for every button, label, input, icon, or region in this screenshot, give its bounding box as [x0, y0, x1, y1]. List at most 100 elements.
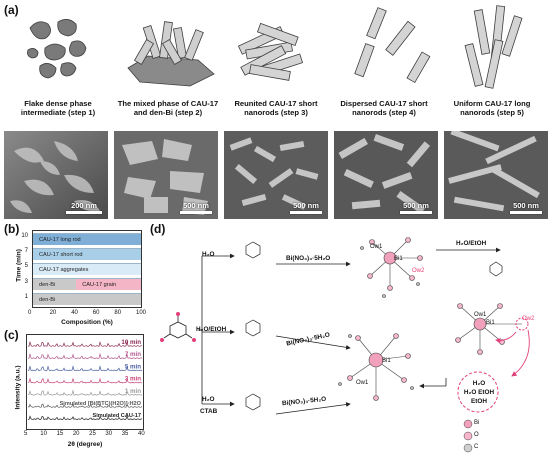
- c-xtick: 30: [105, 431, 113, 437]
- legend-bi: Bi: [474, 420, 480, 426]
- scalebar-step-2: 500 nm: [180, 201, 212, 214]
- structure-bi-btc: [360, 237, 423, 298]
- flake-illustration: [27, 19, 87, 79]
- cycle-text-1: H₂O: [472, 380, 486, 387]
- c-xtick: 25: [89, 431, 96, 437]
- c-xtick: 15: [56, 431, 64, 437]
- b-xtick: 80: [114, 310, 122, 316]
- sem-image-step-1: 200 nm: [4, 131, 108, 219]
- ow1-label-right: Ow1: [474, 312, 487, 318]
- structure-hydrated: [455, 303, 522, 355]
- panel-c-label: (c): [4, 328, 19, 342]
- b-xtick: 100: [136, 310, 147, 316]
- xrd-series-line: [27, 365, 143, 372]
- cycle-text-3: EtOH: [471, 398, 487, 405]
- xrd-series-line: [27, 377, 143, 384]
- c-xtick: 10: [40, 431, 47, 437]
- step-1-label: Flake dense phase intermediate (step 1): [20, 99, 96, 117]
- scalebar-step-1: 200 nm: [66, 201, 102, 214]
- bar-segment-3-min: den-Bi: [33, 278, 77, 291]
- scalebar-step-4: 500 nm: [400, 201, 432, 214]
- xrd-series-line: [27, 352, 143, 360]
- sem-image-step-5: 500 nm: [444, 131, 548, 219]
- mixed-phase-illustration: [127, 21, 215, 87]
- panel-b-xlabel: Composition (%): [61, 319, 113, 326]
- b-xtick: 40: [71, 310, 78, 316]
- route-arrows: [198, 247, 501, 415]
- legend-c: C: [474, 444, 479, 450]
- panel-c-ylabel: Intensity (a.u.): [14, 365, 22, 410]
- xrd-series-line: [27, 403, 143, 408]
- route-1-solvent: H₂O: [202, 251, 215, 258]
- bar-segment-3-min: CAU-17 grain: [76, 278, 141, 291]
- b-ytick: 1: [24, 293, 28, 300]
- bar-segment-5-min: CAU-17 aggregates: [33, 262, 141, 275]
- panel-d-scheme: [160, 237, 530, 453]
- b-xtick: 0: [28, 310, 32, 316]
- pink-arrow-2: [511, 329, 530, 377]
- ow1-label-mid: Ow1: [356, 380, 369, 386]
- panel-a-schematics: [27, 5, 523, 89]
- route-3-solvent: H₂O: [202, 396, 215, 403]
- route-1-salt: Bi(NO₃)₃·5H₂O: [286, 255, 331, 262]
- route-3-ctab: CTAB: [200, 408, 218, 415]
- panel-c-xlabel: 2θ (degree): [67, 441, 103, 448]
- bi1-label-mid: Bi1: [382, 358, 391, 364]
- b-ytick: 5: [24, 263, 28, 270]
- xrd-series-label: Simulated [Bi(BTC)(H2O)]·H2O: [60, 401, 142, 407]
- step-5-label: Uniform CAU-17 long nanorods (step 5): [453, 99, 531, 117]
- structure-cau17: [338, 333, 414, 401]
- xrd-series-label: 1 min: [125, 388, 141, 395]
- sem-image-step-4: 500 nm: [334, 131, 438, 219]
- step-4-label: Dispersed CAU-17 short nanorods (step 4): [340, 99, 428, 117]
- b-xtick: 60: [92, 310, 100, 316]
- scalebar-step-3: 500 nm: [290, 201, 322, 214]
- bi1-label-right: Bi1: [486, 320, 495, 326]
- xrd-frame: [26, 334, 144, 430]
- step-3-label: Reunited CAU-17 short nanorods (step 3): [234, 99, 318, 117]
- b-ytick: 3: [24, 278, 28, 285]
- legend-o: O: [474, 432, 479, 438]
- short-rods-bundle-illustration: [237, 22, 304, 81]
- solvent-cycle-circle: [457, 371, 499, 413]
- xrd-series-label: 7 min: [125, 351, 141, 358]
- atom-legend: [463, 419, 473, 453]
- bar-segment-10-min: CAU-17 long rod: [33, 232, 141, 245]
- ow2-label-top: Ow2: [412, 268, 425, 274]
- c-xtick: 40: [138, 431, 145, 437]
- bi1-label-top: Bi1: [394, 256, 403, 262]
- btc-molecule: [160, 312, 196, 342]
- ow1-label-top: Ow1: [370, 244, 383, 250]
- step-2-label: The mixed phase of CAU-17 and den-Bi (st…: [117, 99, 219, 117]
- xrd-series-label: 5 min: [125, 363, 141, 370]
- ow2-label-right: Ow2: [522, 316, 535, 322]
- ow2-water-circle: [515, 317, 529, 331]
- xrd-series-label: Simulated CAU-17: [93, 413, 142, 419]
- scalebar-step-5: 500 nm: [510, 201, 542, 214]
- b-xtick: 20: [49, 310, 57, 316]
- bar-segment-1-min: den-Bi: [33, 293, 141, 306]
- sem-image-step-2: 500 nm: [114, 131, 218, 219]
- xrd-series-line: [27, 415, 143, 421]
- xrd-series-label: 3 min: [125, 376, 141, 383]
- c-xtick: 35: [121, 431, 129, 437]
- long-rods-illustration: [464, 5, 523, 89]
- sem-image-step-3: 500 nm: [224, 131, 328, 219]
- cycle-text-2: H₂O EtOH: [463, 389, 495, 396]
- route-2-solvent: H₂O/EtOH: [196, 326, 227, 333]
- dispersed-rods-illustration: [354, 7, 431, 84]
- panel-d-label: (d): [150, 222, 166, 236]
- c-xtick: 5: [24, 431, 28, 437]
- top-arrow-solvent: H₂O/EtOH: [456, 240, 487, 247]
- panel-a-label: (a): [4, 3, 19, 17]
- xrd-series-label: 10 min: [121, 339, 141, 346]
- panel-b-label: (b): [4, 222, 20, 236]
- bar-segment-7-min: CAU-17 short rod: [33, 247, 141, 260]
- panel-b-xticks: 0 20 40 60 80 100: [28, 310, 146, 320]
- xrd-series-line: [27, 340, 142, 347]
